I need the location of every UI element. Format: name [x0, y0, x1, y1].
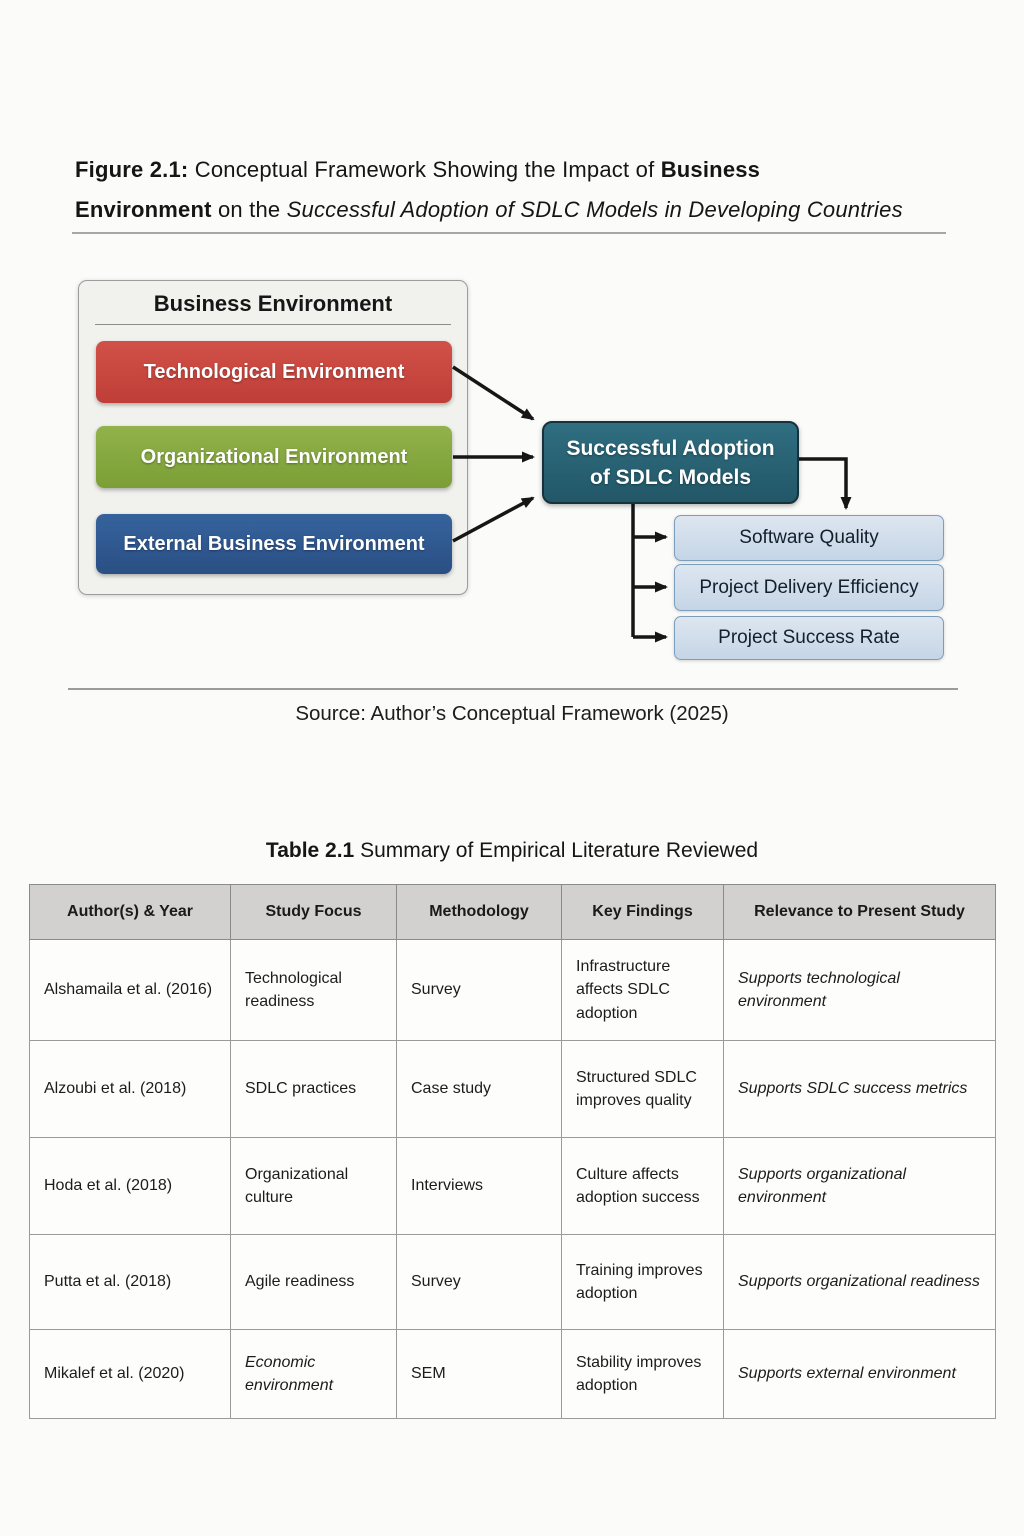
header-relevance: Relevance to Present Study: [723, 884, 996, 940]
author-cell: Mikalef et al. (2020): [29, 1329, 231, 1419]
group-title: Business Environment: [153, 291, 393, 316]
findings-cell: Culture affects adoption success: [561, 1137, 724, 1235]
table-header-row: Author(s) & Year Study Focus Methodology…: [29, 884, 996, 940]
relevance-cell: Supports SDLC success metrics: [723, 1040, 996, 1138]
methodology-cell: SEM: [396, 1329, 562, 1419]
author-cell: Alzoubi et al. (2018): [29, 1040, 231, 1138]
node-external-business-environment: External Business Environment: [96, 514, 452, 574]
author-cell: Hoda et al. (2018): [29, 1137, 231, 1235]
figure-caption: Figure 2.1: Conceptual Framework Showing…: [75, 150, 975, 230]
methodology-cell: Case study: [396, 1040, 562, 1138]
focus-cell: Organizational culture: [230, 1137, 397, 1235]
relevance-cell: Supports technological environment: [723, 939, 996, 1041]
node-technological-environment: Technological Environment: [96, 341, 452, 403]
header-author-year: Author(s) & Year: [29, 884, 231, 940]
node-organizational-environment: Organizational Environment: [96, 426, 452, 488]
relevance-cell: Supports organizational environment: [723, 1137, 996, 1235]
focus-cell: Economic environment: [230, 1329, 397, 1419]
header-key-findings: Key Findings: [561, 884, 724, 940]
arrow-adoption-to-software-quality: [796, 457, 852, 510]
table-title: Table 2.1 Summary of Empirical Literatur…: [0, 839, 1024, 863]
figure-source: Source: Author’s Conceptual Framework (2…: [295, 702, 729, 725]
table-title-text: Summary of Empirical Literature Reviewed: [360, 839, 759, 862]
table-row: Putta et al. (2018) Agile readiness Surv…: [29, 1234, 996, 1330]
caption-divider-line: [72, 232, 946, 234]
relevance-cell: Supports organizational readiness: [723, 1234, 996, 1330]
header-methodology: Methodology: [396, 884, 562, 940]
caption-text-1: Conceptual Framework Showing the Impact …: [194, 157, 655, 182]
literature-table: Author(s) & Year Study Focus Methodology…: [29, 884, 996, 1419]
node-project-success-rate: Project Success Rate: [674, 616, 944, 660]
table-label: Table 2.1: [265, 839, 355, 862]
methodology-cell: Survey: [396, 1234, 562, 1330]
figure-caption-line-2: Environment on the Successful Adoption o…: [75, 190, 975, 230]
caption-bold-environment: Environment: [75, 197, 212, 222]
business-environment-group: Business Environment Technological Envir…: [78, 280, 468, 595]
author-cell: Alshamaila et al. (2016): [29, 939, 231, 1041]
findings-cell: Structured SDLC improves quality: [561, 1040, 724, 1138]
findings-cell: Infrastructure affects SDLC adoption: [561, 939, 724, 1041]
methodology-cell: Interviews: [396, 1137, 562, 1235]
findings-cell: Training improves adoption: [561, 1234, 724, 1330]
table-row: Alshamaila et al. (2016) Technological r…: [29, 939, 996, 1041]
node-project-delivery-efficiency: Project Delivery Efficiency: [674, 564, 944, 611]
caption-text-2: on the: [217, 197, 281, 222]
focus-cell: SDLC practices: [230, 1040, 397, 1138]
table-row: Hoda et al. (2018) Organizational cultur…: [29, 1137, 996, 1235]
central-label-line-2: of SDLC Models: [590, 465, 751, 489]
node-software-quality: Software Quality: [674, 515, 944, 561]
group-title-divider: [95, 324, 451, 325]
caption-italic-title: Successful Adoption of SDLC Models in De…: [286, 197, 903, 222]
focus-cell: Technological readiness: [230, 939, 397, 1041]
header-study-focus: Study Focus: [230, 884, 397, 940]
table-row: Alzoubi et al. (2018) SDLC practices Cas…: [29, 1040, 996, 1138]
node-successful-adoption: Successful Adoption of SDLC Models: [542, 421, 799, 504]
central-label-line-1: Successful Adoption: [566, 436, 775, 460]
methodology-cell: Survey: [396, 939, 562, 1041]
relevance-cell: Supports external environment: [723, 1329, 996, 1419]
figure-bottom-divider: [68, 688, 958, 690]
caption-bold-business: Business: [660, 157, 761, 182]
figure-label: Figure 2.1:: [75, 157, 189, 182]
findings-cell: Stability improves adoption: [561, 1329, 724, 1419]
table-row: Mikalef et al. (2020) Economic environme…: [29, 1329, 996, 1419]
author-cell: Putta et al. (2018): [29, 1234, 231, 1330]
focus-cell: Agile readiness: [230, 1234, 397, 1330]
figure-caption-line-1: Figure 2.1: Conceptual Framework Showing…: [75, 150, 975, 190]
